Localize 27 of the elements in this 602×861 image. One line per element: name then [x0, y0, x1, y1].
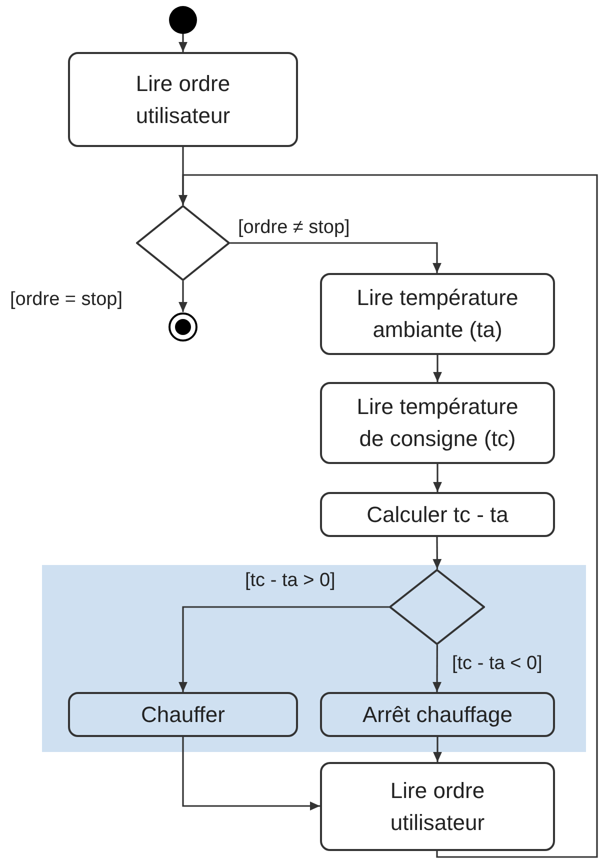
arrow: [178, 606, 389, 692]
action-box: Lire ordre utilisateur: [68, 52, 298, 147]
arrow: [182, 737, 320, 810]
edge-label: [ordre = stop]: [10, 288, 122, 312]
arrow: [432, 537, 442, 570]
arrow: [432, 644, 442, 692]
edge-label: [tc - ta < 0]: [452, 652, 542, 676]
arrow: [433, 464, 442, 492]
decision-diamond: [389, 569, 485, 645]
action-box: Lire température ambiante (ta): [320, 273, 555, 355]
highlight-region: [42, 565, 586, 752]
arrow: [230, 242, 442, 273]
action-box: Arrêt chauffage: [320, 692, 555, 737]
arrow: [178, 174, 598, 858]
arrow: [178, 34, 188, 52]
end-node: [168, 312, 198, 342]
action-box: Lire température de consigne (tc): [320, 382, 555, 464]
decision-diamond: [136, 205, 230, 281]
edge-label: [ordre ≠ stop]: [238, 216, 350, 240]
edge-label: [tc - ta > 0]: [245, 569, 336, 593]
arrow: [178, 281, 188, 312]
arrow: [433, 737, 442, 762]
action-box: Calculer tc - ta: [320, 492, 555, 537]
action-box: Lire ordre utilisateur: [320, 762, 555, 851]
start-node: [169, 6, 197, 34]
action-box: Chauffer: [68, 692, 298, 737]
arrow: [433, 355, 442, 382]
